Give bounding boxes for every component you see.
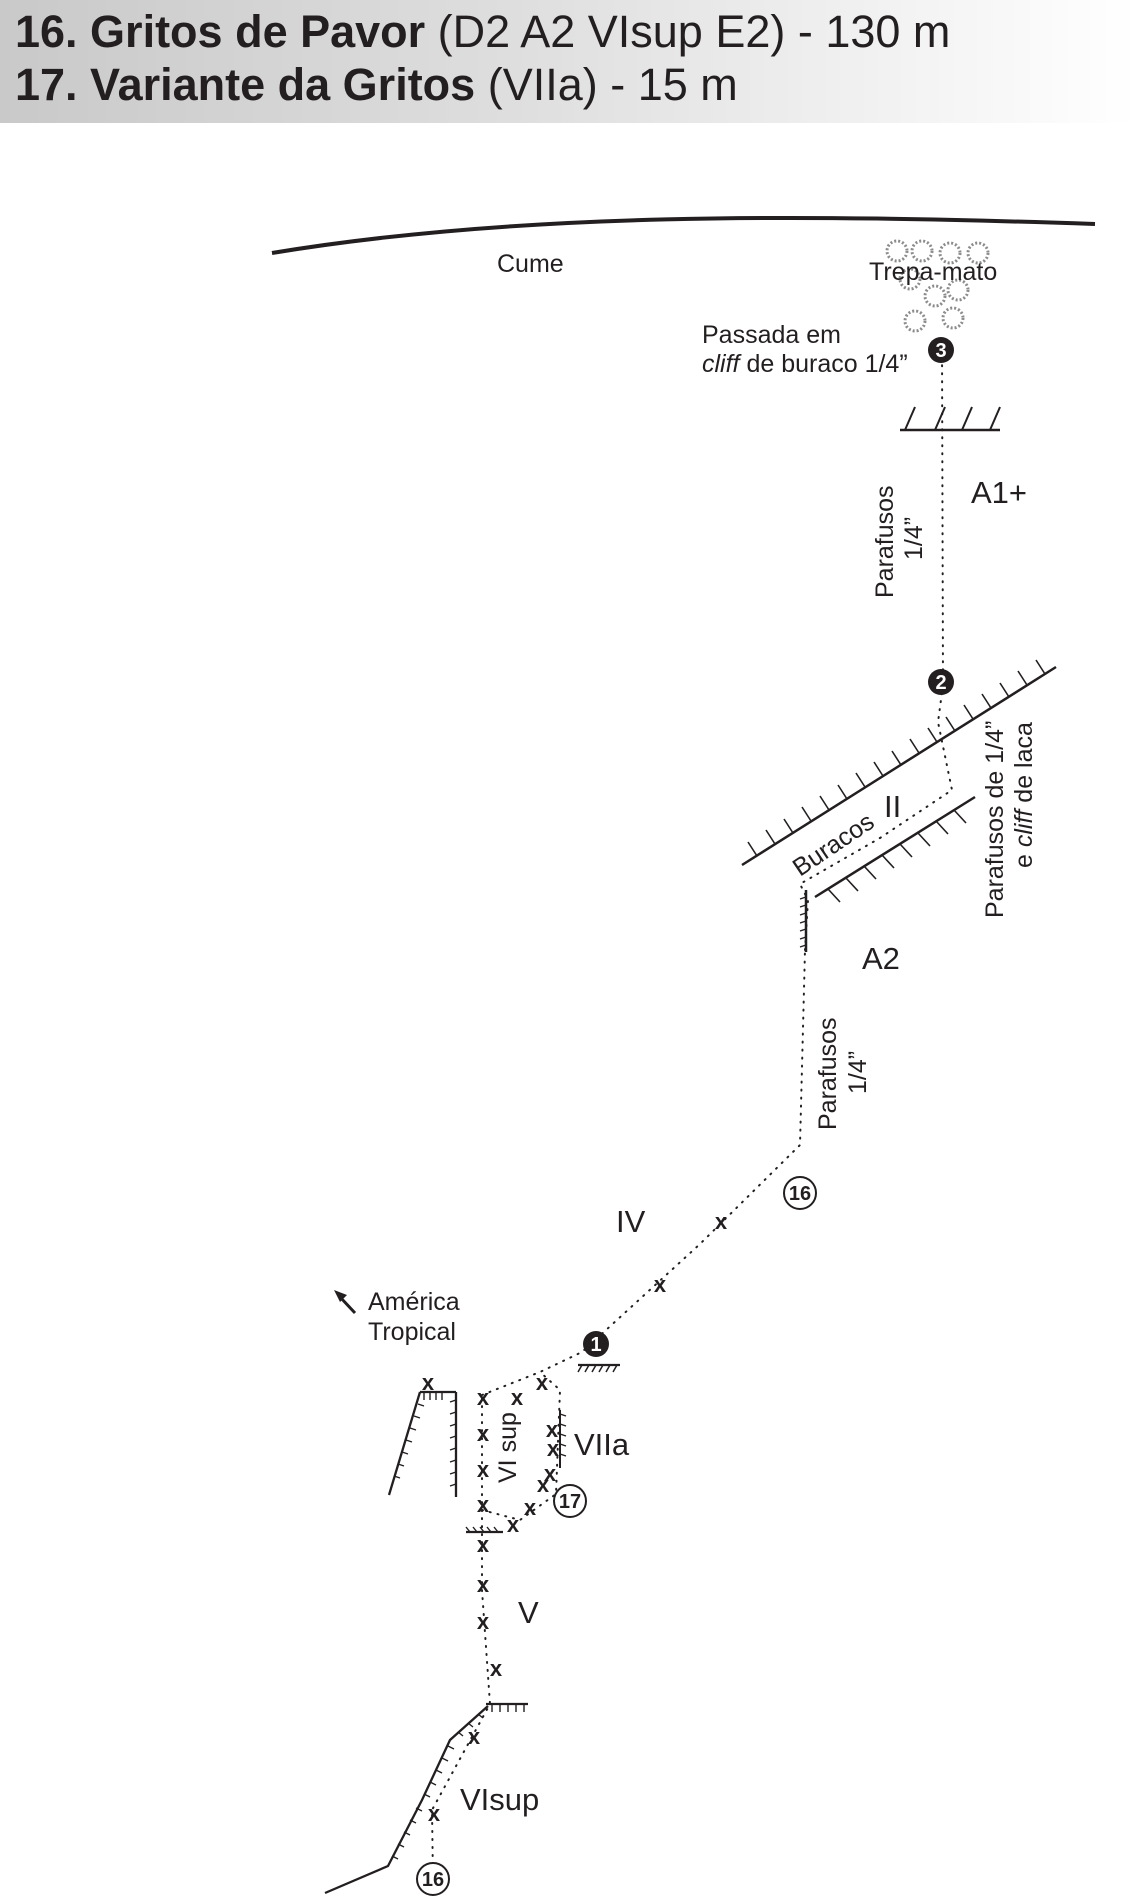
bolt-mark: x	[477, 1532, 490, 1557]
diagonal-ledge-upper-hatch	[747, 659, 1046, 857]
america-tropical-arrow	[338, 1295, 357, 1315]
bolt-mark: x	[477, 1385, 490, 1410]
svg-text:3: 3	[935, 340, 946, 362]
title-banner: 16. Gritos de Pavor (D2 A2 VIsup E2) - 1…	[0, 0, 1136, 123]
route-17-marker: 17	[553, 1484, 587, 1518]
route-16-grade: (D2 A2 VIsup E2) - 130 m	[425, 6, 951, 57]
svg-text:1: 1	[590, 1334, 601, 1356]
label-tropical: Tropical	[368, 1318, 456, 1346]
grade-ii: II	[884, 789, 901, 824]
belay-2-marker: 2	[928, 669, 954, 695]
route-line	[430, 344, 954, 1881]
bolt-mark: x	[477, 1492, 490, 1517]
bolt-mark: x	[544, 1461, 557, 1486]
bolt-mark: x	[537, 1472, 550, 1497]
bolt-mark: x	[654, 1272, 667, 1297]
bolt-mark: x	[428, 1801, 441, 1826]
label-vi-sup: VI sup	[494, 1412, 522, 1483]
grade-visup: VIsup	[460, 1782, 539, 1817]
bolt-mark: x	[468, 1724, 481, 1749]
vegetation-cluster	[885, 239, 990, 333]
label-parafusos-right: Parafusos de 1/4”	[981, 721, 1009, 918]
grade-a1-plus: A1+	[971, 475, 1027, 510]
bolt-mark: x	[536, 1370, 549, 1395]
svg-text:16: 16	[422, 1869, 444, 1891]
svg-text:2: 2	[935, 672, 946, 694]
title-route-16: 16. Gritos de Pavor (D2 A2 VIsup E2) - 1…	[15, 7, 950, 57]
label-parafusos-top-size: 1/4”	[900, 517, 928, 560]
bolt-mark: x	[715, 1209, 728, 1234]
bolt-mark: x	[547, 1436, 560, 1461]
grade-a2: A2	[862, 941, 900, 976]
upper-ledge-hatch	[904, 406, 1001, 431]
bolt-mark: x	[511, 1385, 524, 1410]
grade-viia: VIIa	[574, 1427, 630, 1462]
svg-text:17: 17	[559, 1491, 581, 1513]
left-pillar	[387, 1390, 458, 1497]
bolt-mark: x	[490, 1656, 503, 1681]
route-16-base-marker: 16	[416, 1862, 450, 1896]
bolt-mark: x	[422, 1370, 435, 1395]
bolt-mark: x	[524, 1495, 537, 1520]
bolt-mark: x	[507, 1512, 520, 1537]
label-trepa-mato: Trepa-mato	[869, 258, 997, 286]
belay-3-marker: 3	[928, 337, 954, 363]
svg-text:16: 16	[789, 1183, 811, 1205]
belay-1-marker: 1	[583, 1331, 609, 1357]
bolt-mark: x	[477, 1457, 490, 1482]
grade-v: V	[518, 1595, 539, 1630]
route-17-grade: (VIIa) - 15 m	[475, 59, 738, 110]
label-america: América	[368, 1288, 460, 1316]
route-16-name: 16. Gritos de Pavor	[15, 6, 426, 57]
title-route-17: 17. Variante da Gritos (VIIa) - 15 m	[15, 60, 738, 110]
label-cume: Cume	[497, 250, 564, 278]
bolt-mark: x	[477, 1609, 490, 1634]
route-16-start-marker: 16	[783, 1176, 817, 1210]
label-passada-line2: cliff de buraco 1/4”	[702, 350, 908, 378]
bolt-mark: x	[477, 1572, 490, 1597]
diagonal-ledge-upper	[741, 665, 1057, 867]
label-parafusos-mid-size: 1/4”	[844, 1051, 872, 1094]
label-buracos: Buracos	[788, 807, 880, 882]
base-slab	[324, 1705, 489, 1895]
grade-iv: IV	[616, 1204, 646, 1239]
label-parafusos-top: Parafusos	[871, 485, 899, 598]
route-17-name: 17. Variante da Gritos	[15, 59, 476, 110]
label-parafusos-mid: Parafusos	[814, 1017, 842, 1130]
diagonal-ledge-lower	[814, 795, 976, 899]
bolt-mark: x	[477, 1421, 490, 1446]
diagonal-ledge-lower-hatch	[827, 809, 967, 903]
summit-ridge	[271, 215, 1096, 255]
bolt-mark: x	[546, 1417, 559, 1442]
label-passada-line1: Passada em	[702, 321, 841, 349]
label-parafusos-right-2: e cliff de laca	[1010, 722, 1038, 868]
